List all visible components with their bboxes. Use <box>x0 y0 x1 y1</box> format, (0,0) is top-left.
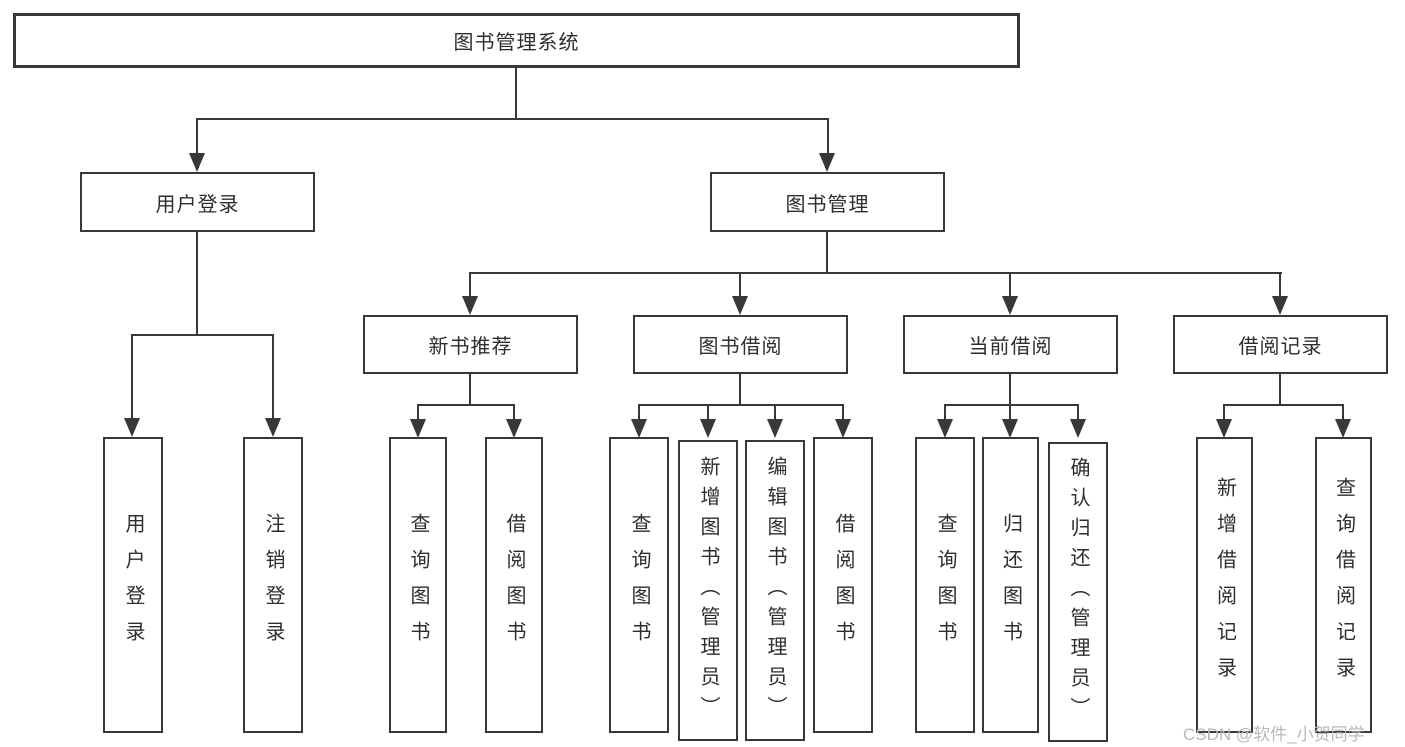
connector-drop <box>1279 272 1281 298</box>
leaf-borrow-query: 查询图书 <box>609 437 669 733</box>
leaf-borrow-borrow: 借阅图书 <box>813 437 873 733</box>
connector-bookmgmt-rail <box>469 272 1282 274</box>
connector-newbook-stem <box>469 374 471 406</box>
arrowhead-down-icon <box>265 418 281 437</box>
arrowhead-down-icon <box>937 419 953 438</box>
leaf-label: 用户登录 <box>122 513 144 657</box>
leaf-current-query: 查询图书 <box>915 437 975 733</box>
connector-drop <box>196 118 198 156</box>
leaf-label: 新增图书（管理员） <box>697 455 719 726</box>
connector-root-stem <box>515 68 517 120</box>
arrowhead-down-icon <box>1070 419 1086 438</box>
arrowhead-down-icon <box>189 153 205 172</box>
connector-newbook-rail <box>417 404 515 406</box>
connector-currentborrow-rail <box>944 404 1079 406</box>
node-user-login: 用户登录 <box>80 172 315 232</box>
connector-drop <box>842 404 844 421</box>
node-label: 图书借阅 <box>698 336 783 358</box>
leaf-label: 查询图书 <box>407 513 429 657</box>
arrowhead-down-icon <box>631 419 647 438</box>
node-label: 借阅记录 <box>1238 336 1323 358</box>
leaf-newbook-query: 查询图书 <box>389 437 447 733</box>
connector-drop <box>1342 404 1344 421</box>
connector-userlogin-stem <box>196 232 198 336</box>
leaf-label: 借阅图书 <box>503 513 525 657</box>
connector-drop <box>417 404 419 421</box>
node-label: 当前借阅 <box>968 336 1053 358</box>
leaf-borrow-edit-admin: 编辑图书（管理员） <box>745 440 805 741</box>
connector-drop <box>131 334 133 420</box>
connector-drop <box>513 404 515 421</box>
connector-drop <box>1009 272 1011 298</box>
node-label: 用户登录 <box>155 193 240 216</box>
leaf-logout: 注销登录 <box>243 437 303 733</box>
leaf-label: 确认归还（管理员） <box>1067 457 1089 727</box>
leaf-label: 借阅图书 <box>832 513 854 657</box>
connector-drop <box>739 272 741 298</box>
leaf-label: 编辑图书（管理员） <box>764 455 786 726</box>
leaf-user-login: 用户登录 <box>103 437 163 733</box>
leaf-label: 注销登录 <box>262 513 284 657</box>
leaf-label: 新增借阅记录 <box>1213 477 1236 693</box>
connector-drop <box>944 404 946 421</box>
connector-borrowrecord-stem <box>1279 374 1281 406</box>
connector-bookborrow-rail <box>638 404 844 406</box>
connector-userlogin-rail <box>132 334 274 336</box>
node-label: 图书管理系统 <box>453 32 580 54</box>
connector-drop <box>1009 404 1011 421</box>
leaf-newbook-borrow: 借阅图书 <box>485 437 543 733</box>
leaf-record-add: 新增借阅记录 <box>1196 437 1253 733</box>
connector-drop <box>774 404 776 421</box>
node-book-management: 图书管理 <box>710 172 945 232</box>
connector-drop <box>827 118 829 156</box>
leaf-label: 查询借阅记录 <box>1332 477 1355 693</box>
connector-drop <box>1077 404 1079 421</box>
arrowhead-down-icon <box>700 419 716 438</box>
connector-root-rail <box>197 118 829 120</box>
node-book-borrow: 图书借阅 <box>633 315 848 374</box>
arrowhead-down-icon <box>506 419 522 438</box>
connector-bookborrow-stem <box>739 374 741 406</box>
arrowhead-down-icon <box>1335 419 1351 438</box>
arrowhead-down-icon <box>124 418 140 437</box>
arrowhead-down-icon <box>410 419 426 438</box>
connector-drop <box>1223 404 1225 421</box>
connector-drop <box>272 334 274 420</box>
arrowhead-down-icon <box>819 153 835 172</box>
connector-drop <box>638 404 640 421</box>
connector-drop <box>469 272 471 298</box>
leaf-borrow-add-admin: 新增图书（管理员） <box>678 440 738 741</box>
node-label: 新书推荐 <box>428 336 513 358</box>
leaf-label: 查询图书 <box>628 513 650 657</box>
csdn-watermark: CSDN @软件_小贺同学 <box>1183 725 1365 744</box>
node-root-system: 图书管理系统 <box>13 13 1020 68</box>
node-label: 图书管理 <box>785 193 870 216</box>
leaf-record-query: 查询借阅记录 <box>1315 437 1372 733</box>
node-current-borrow: 当前借阅 <box>903 315 1118 374</box>
arrowhead-down-icon <box>1002 419 1018 438</box>
connector-currentborrow-stem <box>1009 374 1011 406</box>
arrowhead-down-icon <box>1216 419 1232 438</box>
connector-borrowrecord-rail <box>1224 404 1344 406</box>
arrowhead-down-icon <box>462 296 478 315</box>
connector-bookmgmt-stem <box>826 232 828 274</box>
arrowhead-down-icon <box>1002 296 1018 315</box>
connector-drop <box>707 404 709 421</box>
leaf-current-confirm-admin: 确认归还（管理员） <box>1048 442 1108 742</box>
arrowhead-down-icon <box>835 419 851 438</box>
leaf-current-return: 归还图书 <box>982 437 1039 733</box>
arrowhead-down-icon <box>767 419 783 438</box>
arrowhead-down-icon <box>732 296 748 315</box>
arrowhead-down-icon <box>1272 296 1288 315</box>
leaf-label: 查询图书 <box>934 513 956 657</box>
leaf-label: 归还图书 <box>999 513 1022 657</box>
node-borrow-record: 借阅记录 <box>1173 315 1388 374</box>
node-new-book-recommend: 新书推荐 <box>363 315 578 374</box>
